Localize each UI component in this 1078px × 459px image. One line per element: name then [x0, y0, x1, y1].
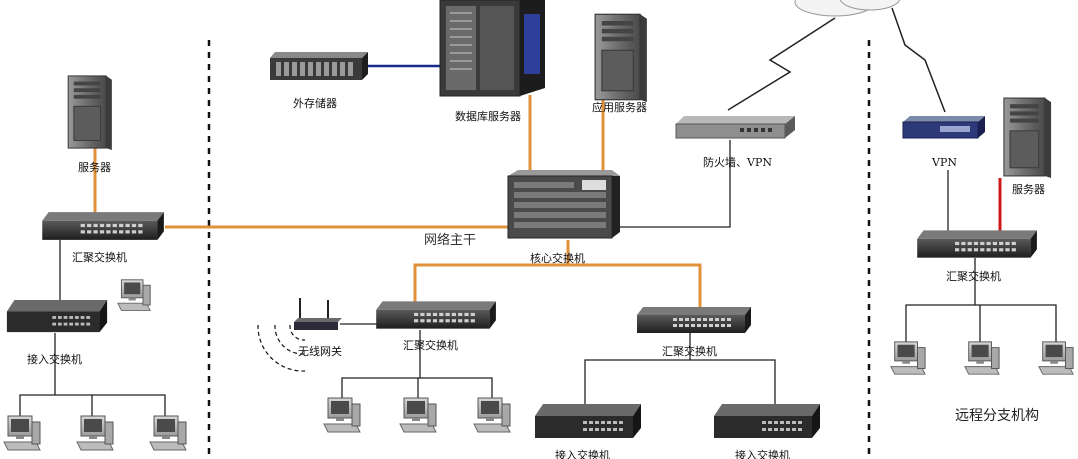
- access-switch-b2-icon: [714, 404, 820, 438]
- label-db-server: 数据库服务器: [455, 109, 521, 123]
- label-access-switch-b1: 接入交换机: [555, 448, 610, 459]
- label-agg-switch-mid1: 汇聚交换机: [403, 338, 458, 352]
- pc-icon: [1038, 341, 1074, 375]
- pc-icon: [890, 341, 926, 375]
- pc-icon: [323, 397, 361, 433]
- external-storage-icon: [270, 52, 368, 80]
- link-mid1-pcs: [341, 377, 493, 400]
- app-server-icon: [594, 13, 648, 102]
- label-access-switch-left: 接入交换机: [27, 352, 82, 366]
- agg-switch-right-icon: [917, 230, 1037, 258]
- wireless-gateway-icon: [294, 298, 342, 330]
- agg-switch-mid1-icon: [376, 301, 496, 329]
- label-agg-switch-left: 汇聚交换机: [72, 250, 127, 264]
- server-right-icon: [1003, 97, 1052, 178]
- label-wireless-gateway: 无线网关: [298, 344, 342, 358]
- wireless-signal-icon: [257, 324, 306, 372]
- agg-switch-left-icon: [42, 212, 164, 240]
- label-core-switch: 核心交换机: [530, 251, 585, 265]
- label-vpn: VPN: [931, 156, 957, 169]
- pc-icon: [149, 415, 187, 451]
- label-server-right: 服务器: [1012, 183, 1045, 196]
- wan-link-right-icon: [891, 7, 946, 113]
- label-agg-switch-right: 汇聚交换机: [946, 269, 1001, 283]
- label-remote-branch: 远程分支机构: [955, 408, 1039, 424]
- server-left-icon: [67, 75, 113, 150]
- internet-cloud: [794, 0, 901, 17]
- core-switch-icon: [507, 170, 620, 239]
- wan-link-left-icon: [727, 17, 836, 111]
- label-server-left: 服务器: [78, 161, 111, 174]
- access-switch-left-icon: [6, 299, 108, 333]
- label-app-server: 应用服务器: [592, 100, 647, 114]
- database-server-icon: [439, 0, 545, 97]
- link-mid2-access: [584, 359, 776, 405]
- pc-icon: [399, 397, 437, 433]
- link-core-firewall: [620, 140, 731, 228]
- access-switch-b1-icon: [535, 404, 641, 438]
- firewall-vpn-icon: [675, 116, 795, 139]
- pc-icon: [117, 279, 151, 311]
- pc-icon: [76, 415, 114, 451]
- label-backbone: 网络主干: [424, 232, 476, 248]
- label-firewall-vpn: 防火墙、VPN: [703, 155, 772, 169]
- pc-icon: [3, 415, 41, 451]
- vpn-device-icon: [902, 116, 985, 139]
- label-access-switch-b2: 接入交换机: [735, 448, 790, 459]
- link-core-distribution: [413, 263, 702, 311]
- agg-switch-mid2-icon: [637, 307, 751, 333]
- link-right-pcs: [905, 304, 1057, 345]
- label-agg-switch-mid2: 汇聚交换机: [662, 344, 717, 358]
- pc-icon: [964, 341, 1000, 375]
- pc-icon: [473, 397, 511, 433]
- label-external-storage: 外存储器: [293, 96, 337, 110]
